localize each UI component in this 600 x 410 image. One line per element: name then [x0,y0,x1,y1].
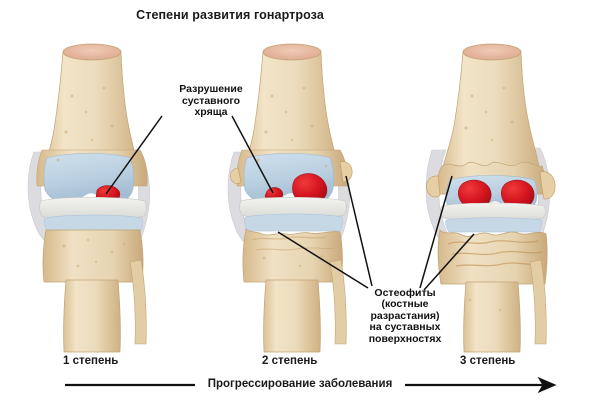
knee-stage-2 [227,43,353,353]
anno-line: на суставных [369,321,441,334]
anno-line: хряща [194,106,228,119]
stage-label-3: 3 степень [460,355,516,367]
leader-lines [105,115,475,291]
osteophyte-spur [539,171,556,200]
osteophyte-spur [426,175,441,198]
osteophytes-label: Остеофиты (костные разрастания) на суста… [352,287,458,345]
anno-line: Разрушение [179,83,243,95]
anno-line: (костные [381,298,429,311]
osteophyte-spur [437,229,548,285]
knee-stage-1 [27,43,150,353]
anno-line: суставного [181,94,241,107]
anno-line: разрастания) [370,309,440,322]
leader-cartilage-stage1 [105,115,163,195]
leader-osteophyte-stage2-tibia [277,231,369,289]
anno-line: Остеофиты [374,287,436,299]
cartilage-destruction-label: Разрушение суставного хряща [155,83,267,119]
leader-cartilage-stage2 [231,115,274,194]
anno-line: поверхностях [368,332,442,345]
osteophyte-spur [230,167,242,184]
osteophyte-spur [339,161,353,183]
stage-label-1: 1 степень [63,355,119,367]
leader-osteophyte-stage2-femur [345,175,373,287]
page-title: Степени развития гонартроза [136,8,324,22]
leader-osteophyte-stage3-tibia [423,233,475,291]
leader-osteophyte-stage3-femur [419,175,453,289]
stage-label-2: 2 степень [262,355,318,367]
progression-caption: Прогрессирование заболевания [195,378,405,390]
